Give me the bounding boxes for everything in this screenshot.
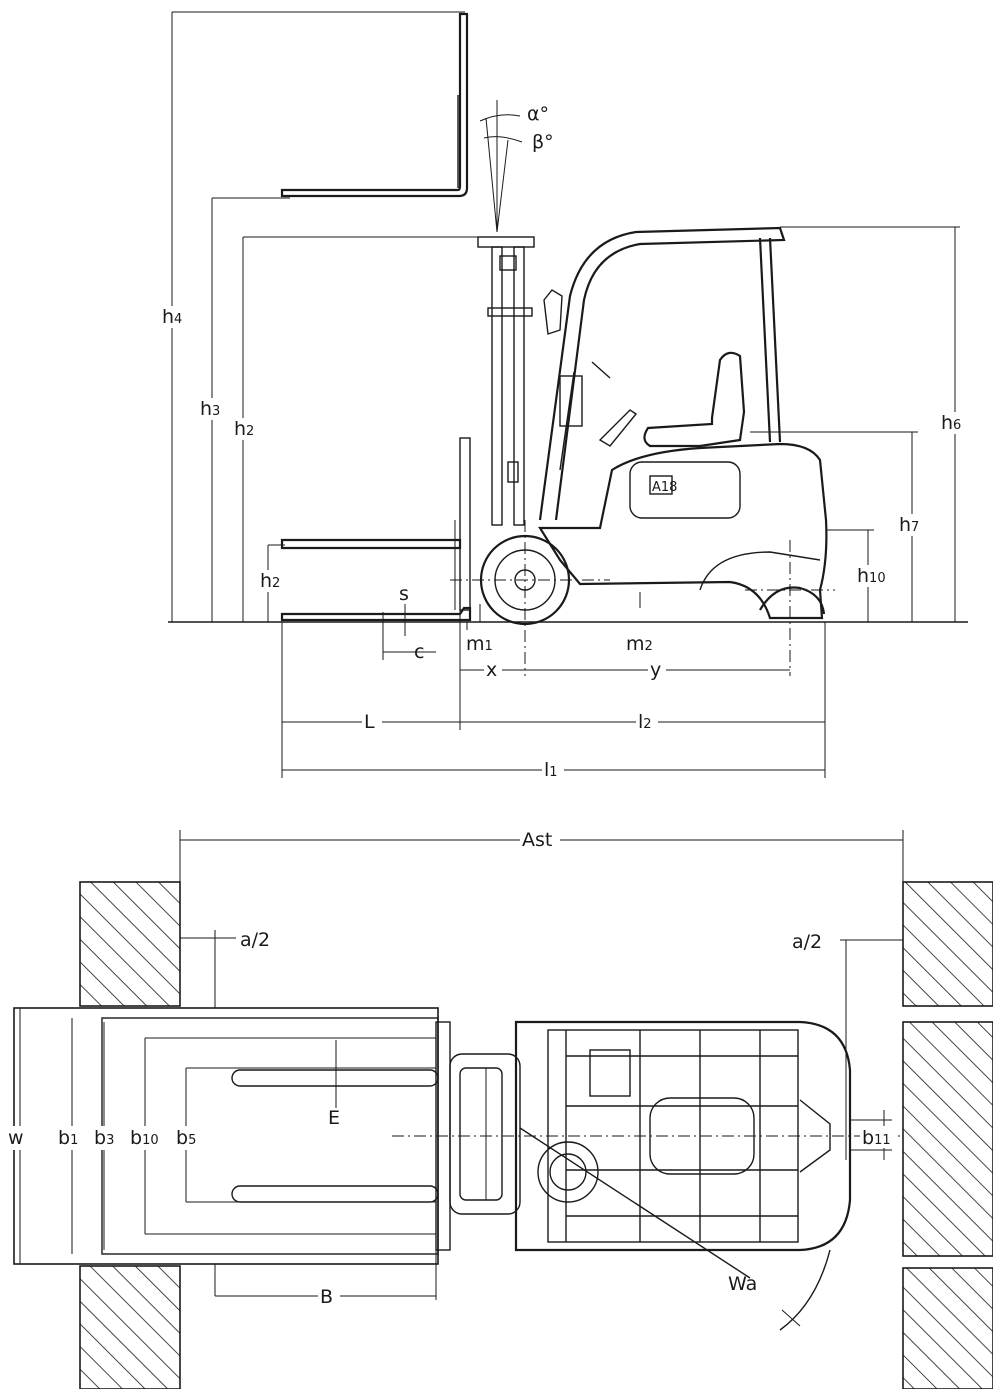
label-B: B	[320, 1286, 333, 1308]
fork-section-dims	[382, 604, 468, 660]
overhead-guard	[538, 226, 786, 521]
label-h4: h4	[162, 306, 182, 328]
side-view-labels: h4 h3 h2 h2 α° β° h6 h7 h10 s c m1 m2 x …	[160, 103, 968, 781]
label-a2-right: a/2	[792, 931, 822, 953]
truck-body-top	[514, 1020, 852, 1252]
operator-seat	[643, 351, 746, 448]
mast	[477, 236, 535, 526]
label-h10: h10	[857, 565, 886, 587]
label-h7: h7	[899, 514, 919, 536]
height-dimension-lines	[171, 11, 478, 622]
label-h2-top: h2	[234, 418, 254, 440]
label-b1: b1	[58, 1127, 78, 1149]
label-ast: Ast	[522, 829, 552, 851]
label-h2-low: h2	[260, 570, 280, 592]
label-y: y	[650, 659, 661, 681]
label-E: E	[328, 1107, 340, 1129]
label-m1: m1	[466, 633, 493, 655]
clearance-marks	[479, 592, 641, 622]
racking-walls	[79, 881, 993, 1389]
label-l2: l2	[638, 711, 652, 733]
truck-model-badge: A18	[652, 480, 677, 495]
label-b5: b5	[176, 1127, 196, 1149]
label-a2-left: a/2	[240, 929, 270, 951]
label-Wa: Wa	[728, 1273, 757, 1295]
label-m2: m2	[626, 633, 653, 655]
label-h3: h3	[200, 398, 220, 420]
length-dims	[281, 622, 826, 778]
top-view-labels: Ast a/2 a/2 w b1 b3 b10 b5 E b11 B Wa	[6, 828, 896, 1308]
turning-radius	[519, 1127, 831, 1331]
label-b3: b3	[94, 1127, 114, 1149]
label-c: c	[414, 641, 424, 663]
overhead-guard-bars	[565, 1030, 798, 1242]
lowered-forks	[280, 437, 472, 622]
front-wheel	[450, 520, 610, 676]
label-alpha: α°	[527, 103, 549, 125]
raised-fork-carriage	[280, 12, 469, 198]
tilt-angle-indicator	[479, 100, 523, 233]
wheelbase-dims	[459, 610, 790, 730]
label-beta: β°	[532, 131, 554, 153]
label-l1: l1	[544, 759, 558, 781]
right-dimension-lines	[750, 226, 960, 622]
label-w: w	[8, 1127, 24, 1149]
label-s: s	[399, 583, 409, 605]
steering-column	[559, 361, 638, 471]
top-view: Ast a/2 a/2 w b1 b3 b10 b5 E b11 B Wa	[6, 828, 993, 1389]
side-view: A18	[160, 11, 968, 781]
fork-carriage-top	[435, 1021, 521, 1251]
label-b10: b10	[130, 1127, 159, 1149]
truck-body: A18	[538, 442, 828, 620]
label-L: L	[364, 711, 375, 733]
forks-top	[231, 1069, 439, 1203]
label-x: x	[486, 659, 497, 681]
label-h6: h6	[941, 412, 961, 434]
label-b11: b11	[862, 1127, 891, 1149]
rear-wheel	[745, 540, 835, 676]
